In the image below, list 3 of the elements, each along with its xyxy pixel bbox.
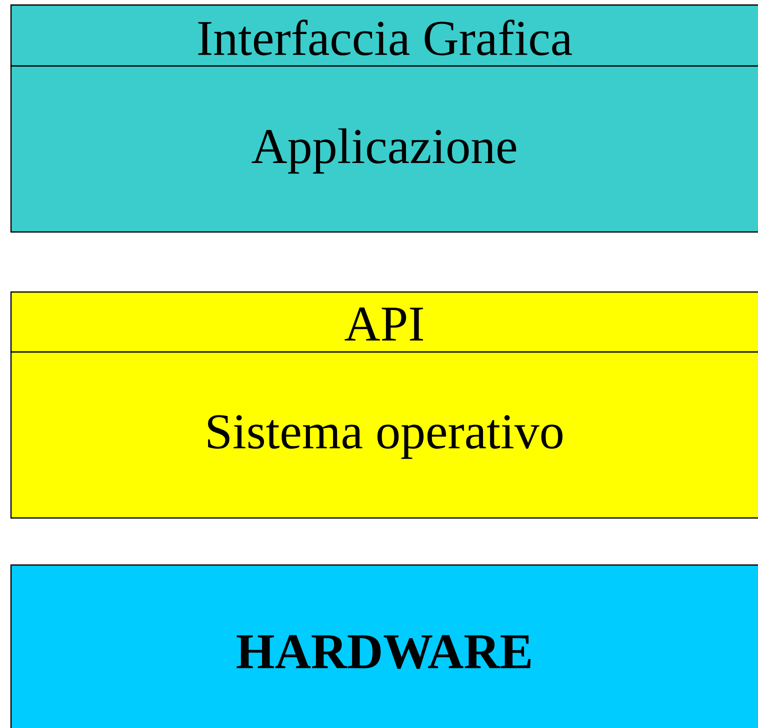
layer-box: HARDWARE xyxy=(10,564,758,728)
layer-box: API xyxy=(10,291,758,353)
layer-box: Interfaccia Grafica xyxy=(10,4,758,67)
